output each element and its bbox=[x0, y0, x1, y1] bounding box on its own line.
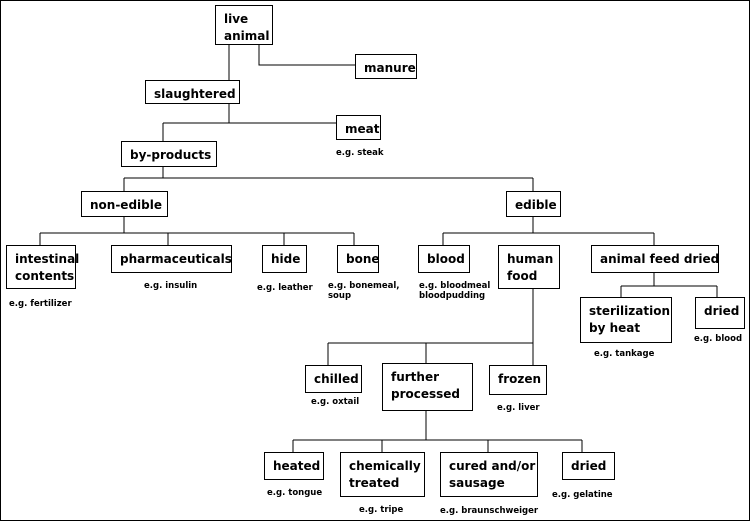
example-frozen: e.g. liver bbox=[497, 403, 540, 413]
node-manure: manure bbox=[355, 54, 417, 79]
node-blood: blood bbox=[418, 245, 470, 273]
node-bone: bone bbox=[337, 245, 380, 273]
example-blood: e.g. bloodmeal bloodpudding bbox=[419, 281, 491, 301]
example-bone: e.g. bonemeal, soup bbox=[328, 281, 400, 301]
node-slaughtered: slaughtered bbox=[145, 80, 240, 104]
node-non-edible: non-edible bbox=[81, 191, 168, 217]
node-meat: meat bbox=[336, 115, 381, 140]
node-heated: heated bbox=[264, 452, 324, 480]
node-human-food: human food bbox=[498, 245, 560, 289]
node-dried-feed: dried bbox=[695, 297, 745, 329]
example-cured-sausage: e.g. braunschweiger bbox=[440, 506, 539, 516]
node-frozen: frozen bbox=[489, 365, 547, 395]
node-cured-sausage: cured and/or sausage bbox=[440, 452, 538, 497]
node-chilled: chilled bbox=[305, 365, 362, 393]
node-sterilization-by-heat: sterilization by heat bbox=[580, 297, 672, 343]
example-meat: e.g. steak bbox=[336, 148, 384, 158]
node-pharmaceuticals: pharmaceuticals bbox=[111, 245, 232, 273]
example-hide: e.g. leather bbox=[257, 283, 313, 293]
node-further-processed: further processed bbox=[382, 363, 473, 411]
example-pharmaceuticals: e.g. insulin bbox=[144, 281, 198, 291]
example-heated: e.g. tongue bbox=[267, 488, 323, 498]
node-intestinal-contents: intestinal contents bbox=[6, 245, 79, 289]
example-chilled: e.g. oxtail bbox=[311, 397, 360, 407]
node-chemically-treated: chemically treated bbox=[340, 452, 425, 497]
example-chemically-treated: e.g. tripe bbox=[359, 505, 404, 515]
node-hide: hide bbox=[262, 245, 307, 273]
node-animal-feed-dried: animal feed dried bbox=[591, 245, 719, 273]
example-intestinal-contents: e.g. fertilizer bbox=[9, 299, 72, 309]
node-live-animal: live animal bbox=[215, 5, 273, 45]
node-by-products: by-products bbox=[121, 141, 217, 167]
example-dried-feed: e.g. blood bbox=[694, 334, 743, 344]
example-sterilization-by-heat: e.g. tankage bbox=[594, 349, 655, 359]
connector-live-animal-manure bbox=[258, 45, 355, 66]
node-edible: edible bbox=[506, 191, 561, 217]
example-dried-food: e.g. gelatine bbox=[552, 490, 613, 500]
node-dried-food: dried bbox=[562, 452, 615, 480]
